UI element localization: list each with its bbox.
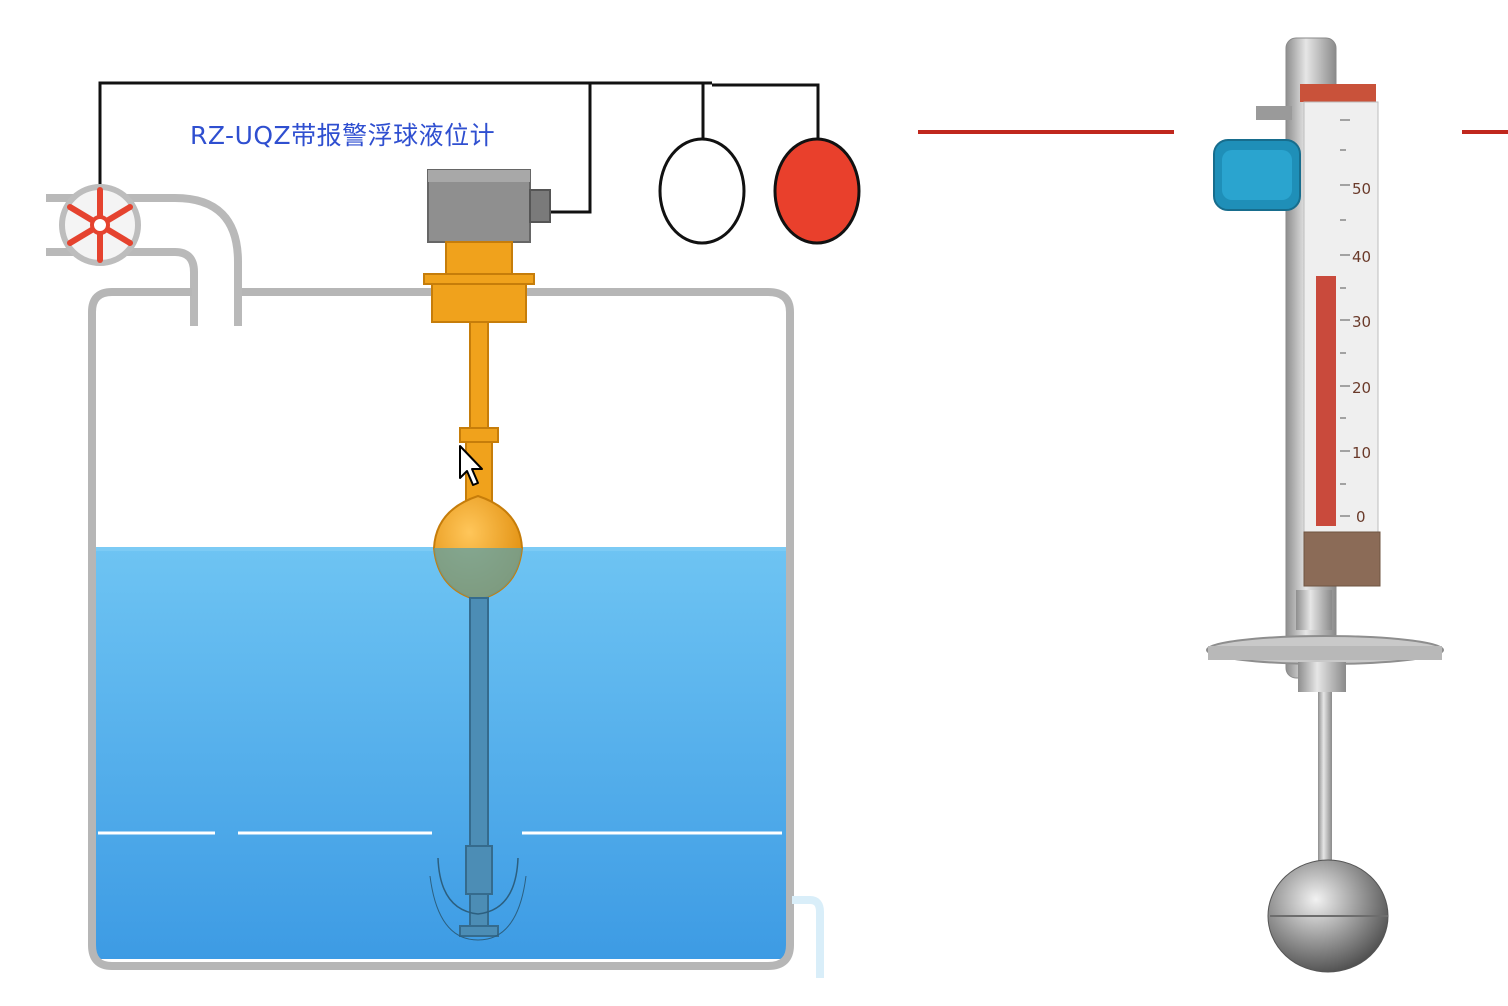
scale-label: 30 bbox=[1352, 313, 1371, 331]
tank-liquid bbox=[96, 547, 786, 959]
tank-wall bbox=[88, 288, 794, 970]
product-scale-ticks bbox=[1340, 119, 1350, 517]
scale-label: 20 bbox=[1352, 379, 1371, 397]
scale-label: 50 bbox=[1352, 180, 1371, 198]
scale-label: 0 bbox=[1356, 508, 1366, 526]
diagram-title: RZ-UQZ带报警浮球液位计 bbox=[190, 121, 496, 150]
float-gauge bbox=[423, 169, 551, 503]
float-ball-submerged bbox=[434, 548, 522, 600]
inlet-pipe bbox=[46, 194, 242, 326]
valve-icon bbox=[59, 184, 141, 266]
float-rod bbox=[429, 597, 527, 941]
scale-label: 10 bbox=[1352, 444, 1371, 462]
product-illustration: 50 40 30 20 10 0 bbox=[1206, 37, 1444, 973]
mouse-cursor-icon bbox=[459, 445, 483, 486]
outlet-pipe bbox=[792, 896, 824, 978]
signal-wiring bbox=[98, 81, 820, 214]
scale-label: 40 bbox=[1352, 248, 1371, 266]
alarm-light-icon bbox=[658, 137, 746, 245]
tank-schematic bbox=[46, 81, 861, 978]
alarm-light-icon bbox=[773, 137, 861, 245]
